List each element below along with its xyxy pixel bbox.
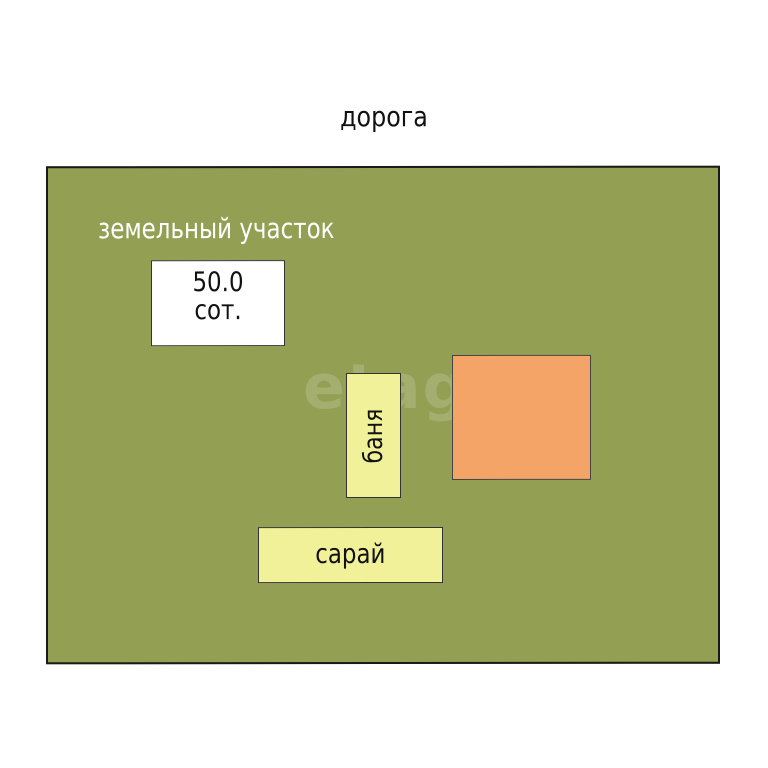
saray-label: сарай xyxy=(315,538,386,571)
land-plot: земельный участок 50.0 сот. etagi баня с… xyxy=(46,165,720,665)
plot-label: земельный участок xyxy=(98,212,335,246)
banya-building: баня xyxy=(346,372,401,499)
plot-area-unit: сот. xyxy=(194,295,242,327)
road-label: дорога xyxy=(340,100,428,133)
banya-label: баня xyxy=(358,408,389,463)
house-building xyxy=(452,354,591,480)
plot-area-value: 50.0 xyxy=(192,267,244,299)
saray-building: сарай xyxy=(258,526,443,584)
plot-area-box: 50.0 сот. xyxy=(151,260,285,347)
